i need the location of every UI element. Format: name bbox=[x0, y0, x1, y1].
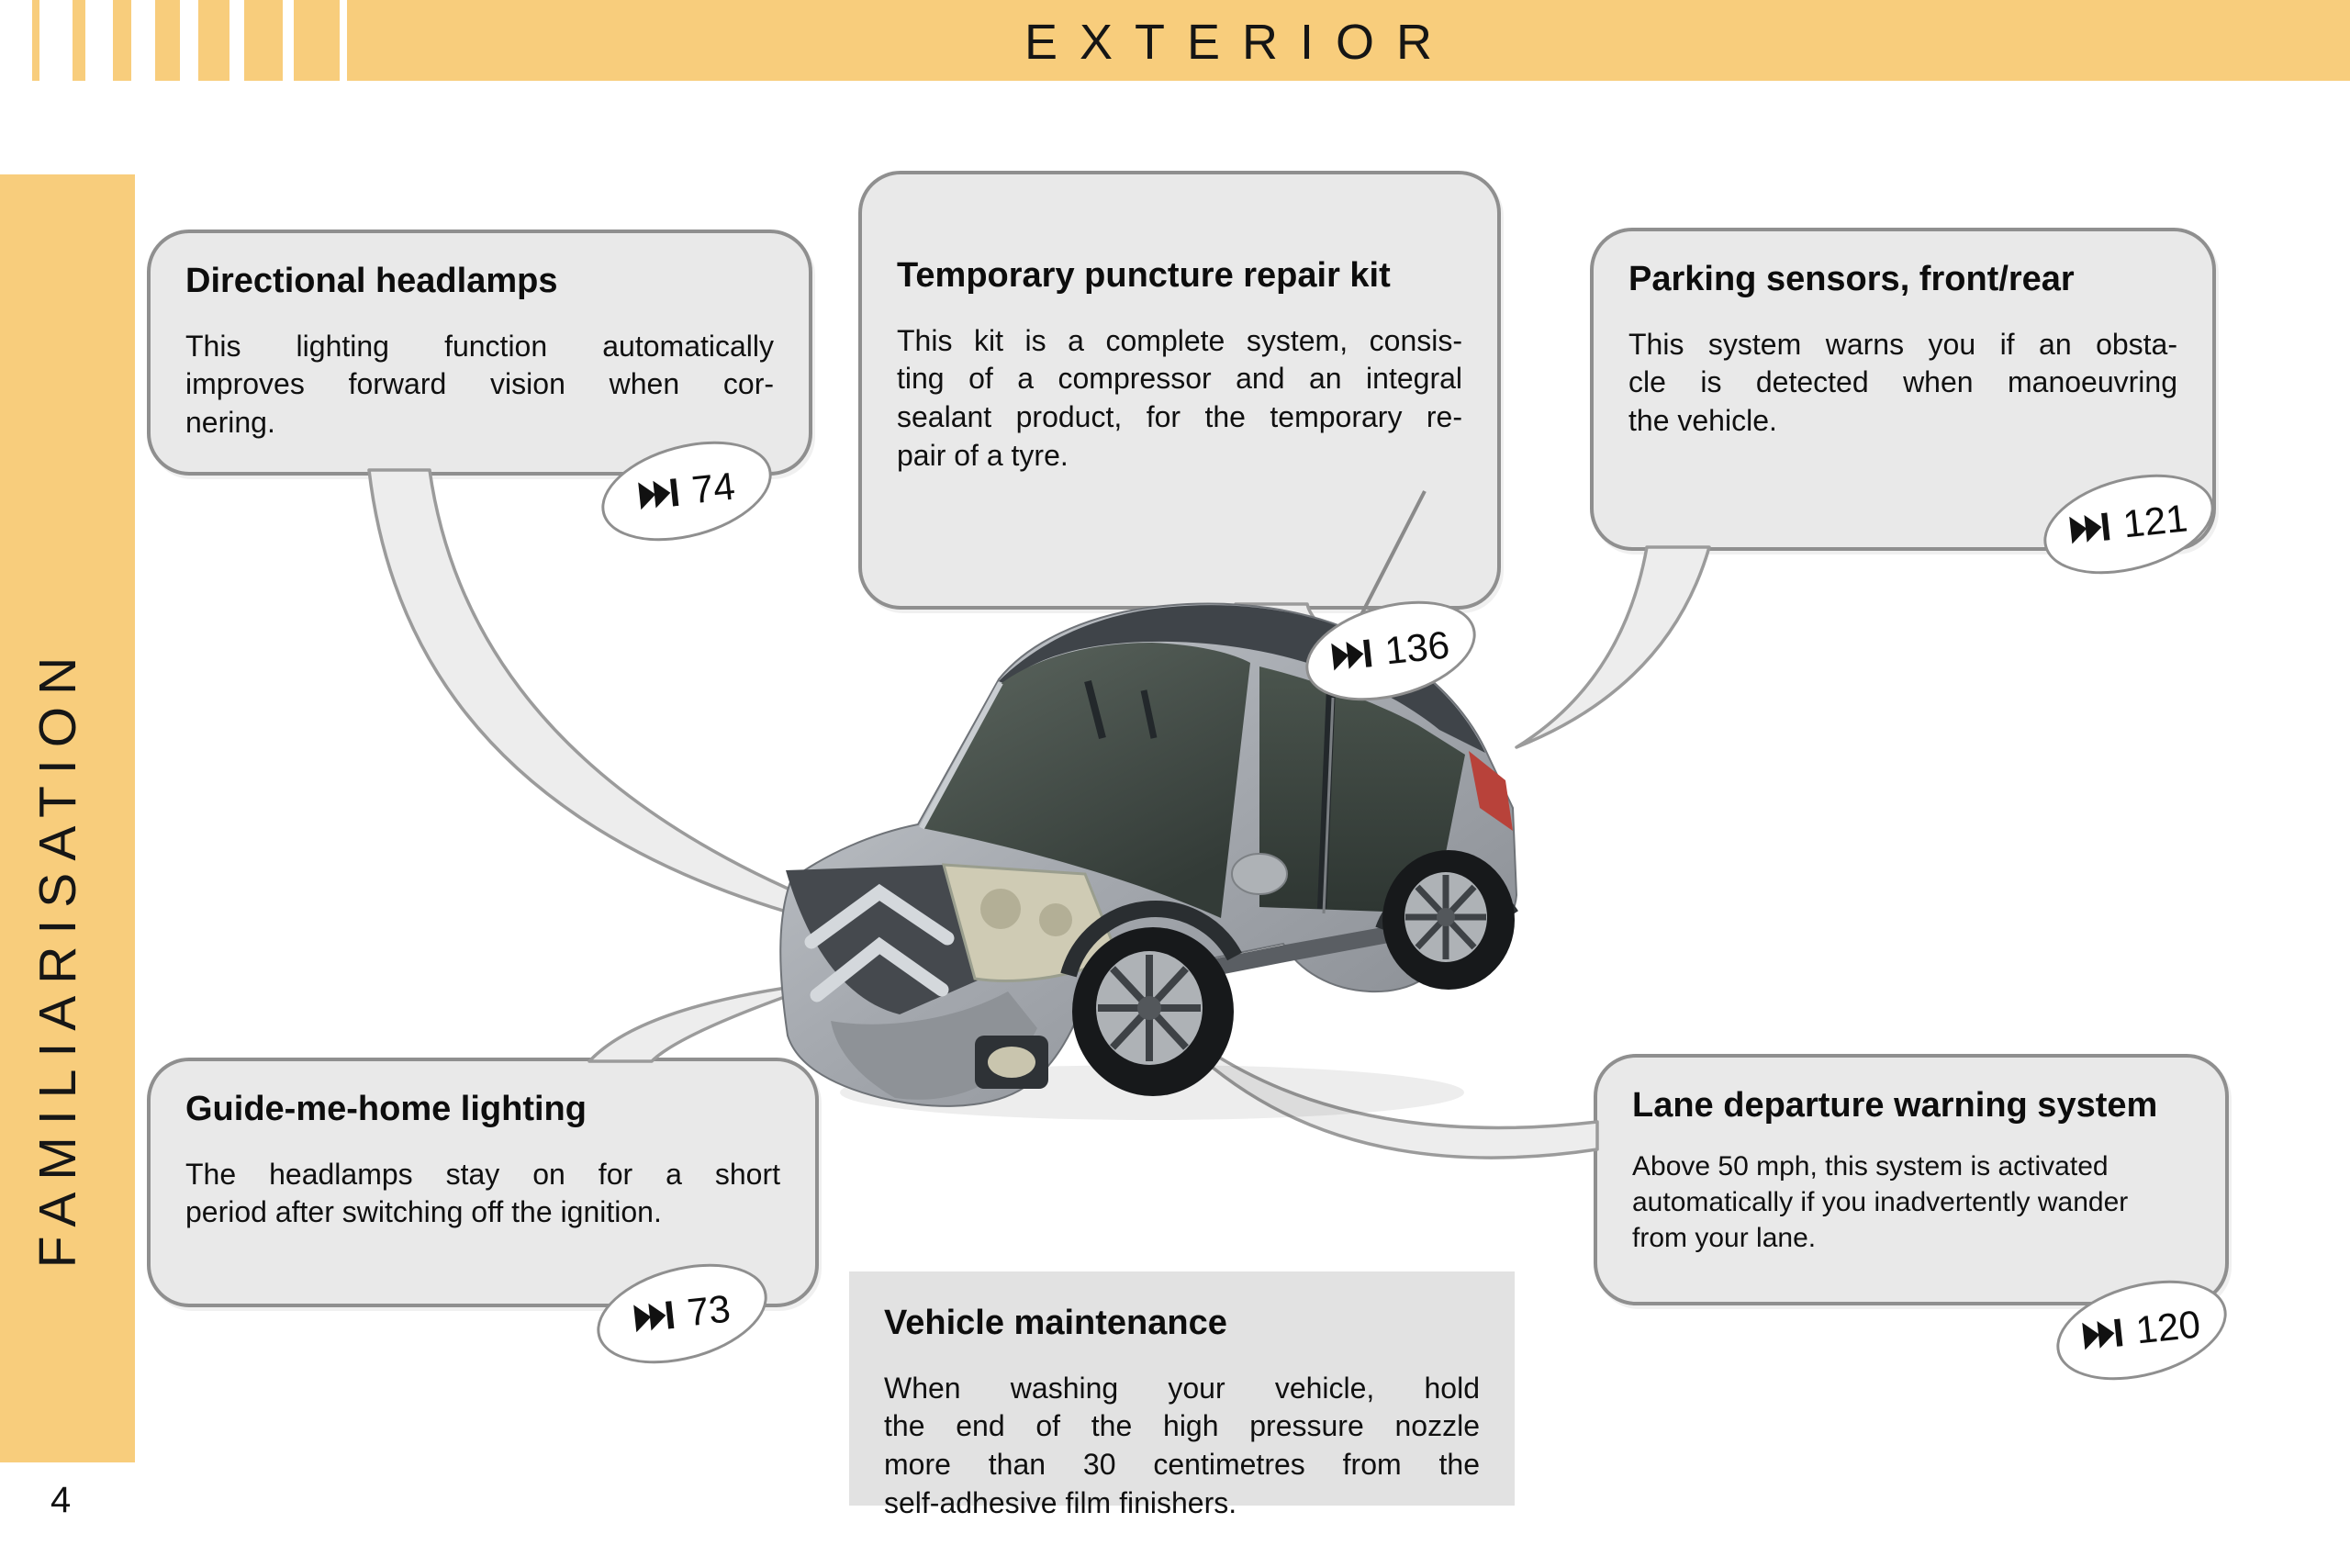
sidebar-section-label: FAMILIARISATION bbox=[28, 644, 87, 1269]
car-rear-wheel bbox=[1382, 850, 1515, 990]
header-stripe bbox=[198, 0, 229, 81]
callout-title: Vehicle maintenance bbox=[884, 1304, 1227, 1342]
callout-title: Directional headlamps bbox=[185, 262, 558, 300]
callout-directional-headlamps: Directional headlamps This lighting func… bbox=[147, 230, 812, 476]
callout-tail-parking-sensors bbox=[1515, 545, 1711, 749]
page-header: EXTERIOR bbox=[0, 0, 2350, 81]
car-front-wheel bbox=[1072, 927, 1234, 1096]
callout-title: Temporary puncture repair kit bbox=[897, 256, 1391, 295]
car-windscreen bbox=[922, 643, 1250, 918]
callout-tail-lane-departure bbox=[1147, 1002, 1599, 1159]
page-ref-badge-parking-sensors: 121 bbox=[2032, 457, 2225, 591]
car-fog-lamp bbox=[975, 1036, 1048, 1089]
header-stripe bbox=[244, 0, 283, 81]
car-side-windows bbox=[1259, 666, 1465, 913]
page-ref-number: 73 bbox=[685, 1286, 733, 1335]
skip-forward-icon bbox=[2082, 1318, 2123, 1350]
skip-forward-icon bbox=[637, 478, 679, 510]
page-number: 4 bbox=[50, 1480, 72, 1520]
header-stripe bbox=[113, 0, 131, 81]
page-ref-number: 74 bbox=[689, 464, 737, 512]
page-ref-number: 120 bbox=[2133, 1302, 2203, 1352]
page-ref-badge-guide-me-home: 73 bbox=[586, 1247, 778, 1381]
callout-guide-me-home-lighting: Guide-me-home lighting The headlamps sta… bbox=[147, 1058, 819, 1307]
chevron-logo bbox=[804, 883, 955, 1002]
callout-body: This kit is a complete system, consis-ti… bbox=[897, 323, 1462, 472]
skip-forward-icon bbox=[1331, 639, 1372, 671]
header-stripe bbox=[155, 0, 180, 81]
header-stripe bbox=[32, 0, 39, 81]
callout-title: Guide-me-home lighting bbox=[185, 1090, 587, 1128]
header-stripe bbox=[73, 0, 85, 81]
car-tail-light bbox=[1469, 751, 1513, 831]
car-mirror bbox=[1231, 853, 1288, 895]
callout-title: Lane departure warning system bbox=[1632, 1086, 2158, 1125]
callout-tail-guide-me-home bbox=[588, 980, 828, 1063]
page-title: EXTERIOR bbox=[1024, 15, 1455, 70]
page-ref-number: 121 bbox=[2121, 496, 2190, 546]
car-headlamp bbox=[941, 863, 1120, 982]
callout-body: This system warns you if an obsta-cle is… bbox=[1628, 327, 2177, 438]
header-stripe bbox=[294, 0, 340, 81]
callout-temporary-puncture-repair-kit: Temporary puncture repair kit This kit i… bbox=[858, 171, 1501, 610]
callout-lane-departure-warning-system: Lane departure warning system Above 50 m… bbox=[1594, 1054, 2229, 1305]
callout-vehicle-maintenance: Vehicle maintenance When washing your ve… bbox=[849, 1271, 1515, 1519]
sidebar: FAMILIARISATION bbox=[0, 174, 135, 1462]
page-ref-number: 136 bbox=[1382, 622, 1452, 673]
page-ref-badge-lane-departure: 120 bbox=[2045, 1263, 2238, 1397]
skip-forward-icon bbox=[2069, 512, 2110, 544]
callout-title: Parking sensors, front/rear bbox=[1628, 260, 2075, 298]
skip-forward-icon bbox=[632, 1301, 675, 1333]
header-accent-band bbox=[347, 0, 2350, 81]
